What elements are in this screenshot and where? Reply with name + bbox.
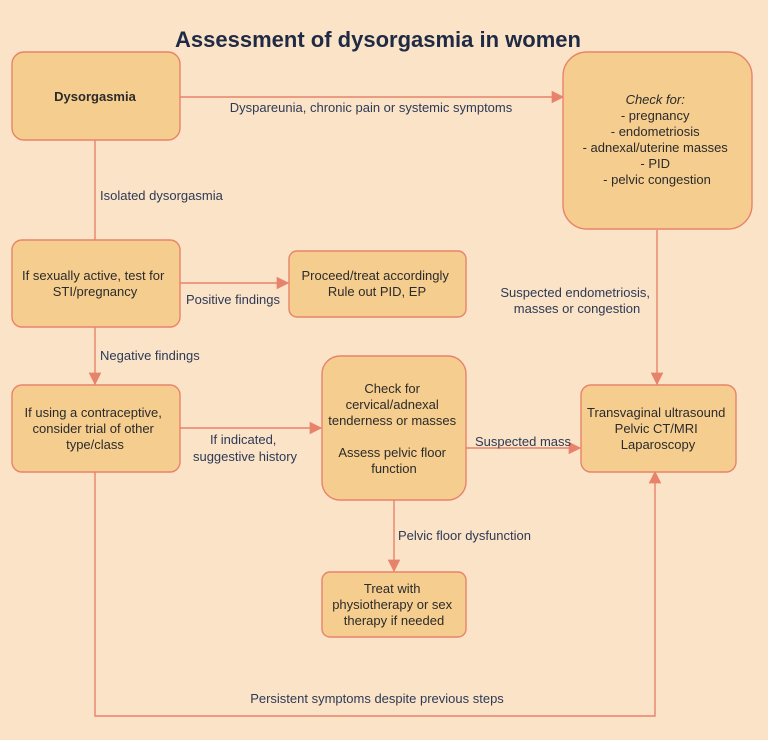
edge-label-negative-line-1: Negative findings — [100, 348, 200, 363]
node-dysorgasmia-line-1: Dysorgasmia — [54, 89, 136, 104]
node-cervical-line-2: cervical/adnexal — [346, 397, 439, 412]
node-proceed — [288, 250, 467, 318]
arrow-persistent-loop — [94, 470, 662, 717]
node-imaging — [580, 384, 737, 473]
edge-label-if-indicated-line-2: suggestive history — [193, 449, 298, 464]
node-imaging-line-2: Pelvic CT/MRI — [615, 421, 698, 436]
edge-label-suspected-endo-line-2: masses or congestion — [514, 301, 640, 316]
edge-label-if-indicated-line-1: If indicated, — [210, 432, 277, 447]
node-contraceptive-line-1: If using a contraceptive, — [25, 405, 162, 420]
connectors — [88, 90, 664, 717]
node-sti-test-line-2: STI/pregnancy — [53, 284, 138, 299]
node-check-for-line-6: - pelvic congestion — [603, 172, 711, 187]
edge-label-suspected-endo-line-1: Suspected endometriosis, — [500, 285, 650, 300]
edge-label-persistent: Persistent symptoms despite previous ste… — [250, 691, 504, 706]
node-physio-line-2: physiotherapy or sex — [332, 597, 452, 612]
edge-label-pelvic-floor-line-1: Pelvic floor dysfunction — [398, 528, 531, 543]
node-imaging-line-3: Laparoscopy — [621, 437, 696, 452]
edge-label-isolated-line-1: Isolated dysorgasmia — [100, 188, 224, 203]
node-check-for-line-2: - pregnancy — [621, 108, 690, 123]
node-cervical-line-5: Assess pelvic floor — [338, 445, 446, 460]
edge-label-suspected-mass: Suspected mass — [475, 434, 572, 449]
node-proceed-line-1: Proceed/treat accordingly — [301, 268, 449, 283]
node-physio-line-1: Treat with — [364, 581, 421, 596]
node-sti-test-line-1: If sexually active, test for — [22, 268, 165, 283]
node-contraceptive-label: If using a contraceptive, consider trial… — [25, 405, 166, 452]
node-proceed-label: Proceed/treat accordingly Rule out PID, … — [301, 268, 452, 299]
node-check-for-line-3: - endometriosis — [611, 124, 700, 139]
node-dysorgasmia-label: Dysorgasmia — [54, 89, 136, 104]
node-imaging-line-1: Transvaginal ultrasound — [587, 405, 725, 420]
node-contraceptive — [11, 384, 181, 473]
node-cervical — [321, 355, 467, 501]
edge-label-suspected-endo: Suspected endometriosis, masses or conge… — [500, 285, 653, 316]
edge-label-if-indicated: If indicated, suggestive history — [193, 432, 298, 464]
node-check-for — [562, 51, 753, 230]
edge-label-isolated: Isolated dysorgasmia — [100, 188, 224, 203]
node-physio-line-3: therapy if needed — [344, 613, 444, 628]
node-dysorgasmia — [11, 51, 181, 141]
node-contraceptive-line-3: type/class — [66, 437, 124, 452]
edge-label-negative: Negative findings — [100, 348, 200, 363]
edge-label-pelvic-floor: Pelvic floor dysfunction — [398, 528, 531, 543]
edge-label-positive-line-1: Positive findings — [186, 292, 280, 307]
node-cervical-line-3: tenderness or masses — [328, 413, 456, 428]
node-cervical-line-6: function — [371, 461, 417, 476]
edge-label-dyspareunia: Dyspareunia, chronic pain or systemic sy… — [230, 100, 513, 115]
node-sti-test — [11, 239, 181, 328]
node-check-for-label: Check for: - pregnancy - endometriosis -… — [583, 92, 732, 187]
node-physio-label: Treat with physiotherapy or sex therapy … — [332, 581, 456, 628]
node-check-for-line-1: Check for: — [626, 92, 686, 107]
diagram-title: Assessment of dysorgasmia in women — [175, 27, 581, 52]
edge-label-dyspareunia-line-1: Dyspareunia, chronic pain or systemic sy… — [230, 100, 513, 115]
node-cervical-line-1: Check for — [364, 381, 420, 396]
node-cervical-label: Check for cervical/adnexal tenderness or… — [328, 381, 460, 476]
node-proceed-line-2: Rule out PID, EP — [328, 284, 426, 299]
node-check-for-line-5: - PID — [640, 156, 670, 171]
node-sti-test-label: If sexually active, test for STI/pregnan… — [22, 268, 168, 299]
node-contraceptive-line-2: consider trial of other — [32, 421, 154, 436]
node-check-for-line-4: - adnexal/uterine masses — [583, 140, 729, 155]
edge-label-positive: Positive findings — [186, 292, 280, 307]
node-physio — [321, 571, 467, 638]
edge-label-suspected-mass-line-1: Suspected mass — [475, 434, 572, 449]
edge-label-persistent-line-1: Persistent symptoms despite previous ste… — [250, 691, 504, 706]
node-imaging-label: Transvaginal ultrasound Pelvic CT/MRI La… — [587, 405, 729, 452]
